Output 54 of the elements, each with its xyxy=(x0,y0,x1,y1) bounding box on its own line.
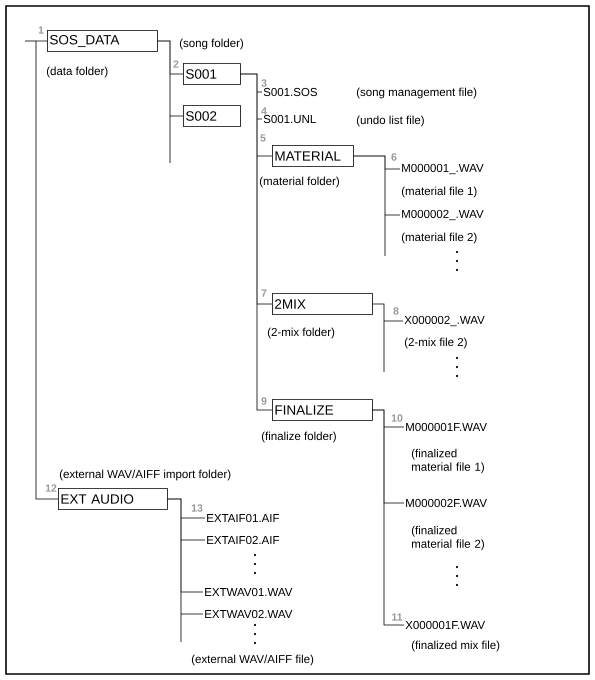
note-text: (song folder) xyxy=(180,38,244,50)
tree-line xyxy=(36,40,58,500)
folder-box: 2MIX xyxy=(272,293,373,315)
folder-box: FINALIZE xyxy=(272,399,373,421)
file-name: EXTAIF02.AIF xyxy=(207,536,280,544)
file-name: M000001F.WAV xyxy=(406,422,487,432)
tree-line xyxy=(372,304,404,322)
callout-number: 6 xyxy=(391,153,397,161)
caption-text: (2-mix file 2) xyxy=(404,338,467,348)
caption-text: (song management file) xyxy=(356,88,476,98)
tree-line xyxy=(353,156,400,216)
caption-text: (material file 1) xyxy=(402,186,477,198)
tree-line xyxy=(372,410,404,626)
file-name: EXTWAV02.WAV xyxy=(205,610,292,618)
file-name: M000002_.WAV xyxy=(402,210,484,220)
file-name: EXTWAV01.WAV xyxy=(205,588,292,596)
caption-text: (finalize folder) xyxy=(262,432,336,442)
file-name: X000001F.WAV xyxy=(405,620,486,630)
callout-number: 11 xyxy=(392,613,402,621)
callout-number: 7 xyxy=(262,289,266,297)
file-name: X000002_.WAV xyxy=(404,316,485,326)
file-name: EXTAIF01.AIF xyxy=(207,514,280,522)
callout-number: 13 xyxy=(192,504,202,512)
caption-text: (material folder) xyxy=(260,176,339,188)
caption-text: (finalized material file 1) xyxy=(412,448,484,474)
file-name: S001.SOS xyxy=(264,88,317,96)
callout-number: 3 xyxy=(261,79,267,87)
folder-box: S001 xyxy=(183,63,241,85)
caption-text: (finalized material file 2) xyxy=(412,526,484,550)
file-name: M000001_.WAV xyxy=(402,164,484,174)
tree-line xyxy=(157,40,184,116)
caption-text: (material file 2) xyxy=(402,232,477,244)
callout-number: 10 xyxy=(392,414,402,422)
callout-number: 4 xyxy=(261,107,267,115)
tree-line xyxy=(167,498,204,614)
callout-number: 5 xyxy=(260,134,266,142)
callout-number: 1 xyxy=(38,26,44,34)
tree-line xyxy=(240,74,272,410)
folder-box: MATERIAL xyxy=(272,145,354,167)
file-name: M000002F.WAV xyxy=(406,498,487,508)
callout-number: 9 xyxy=(261,397,267,405)
caption-text: (external WAV/AIFF import folder) xyxy=(60,470,230,480)
caption-text: (finalized mix file) xyxy=(412,640,500,652)
folder-box: S002 xyxy=(183,105,241,127)
callout-number: 8 xyxy=(393,307,399,315)
folder-box: SOS_DATA xyxy=(47,30,158,52)
caption-text: (2-mix folder) xyxy=(268,328,334,338)
caption-text: (undo list file) xyxy=(356,116,424,126)
callout-number: 2 xyxy=(173,60,178,68)
note-text: (external WAV/AIFF file) xyxy=(192,654,314,666)
file-name: S001.UNL xyxy=(264,114,316,124)
folder-box: EXT AUDIO xyxy=(58,488,168,510)
callout-number: 12 xyxy=(46,484,56,492)
caption-text: (data folder) xyxy=(46,66,108,78)
